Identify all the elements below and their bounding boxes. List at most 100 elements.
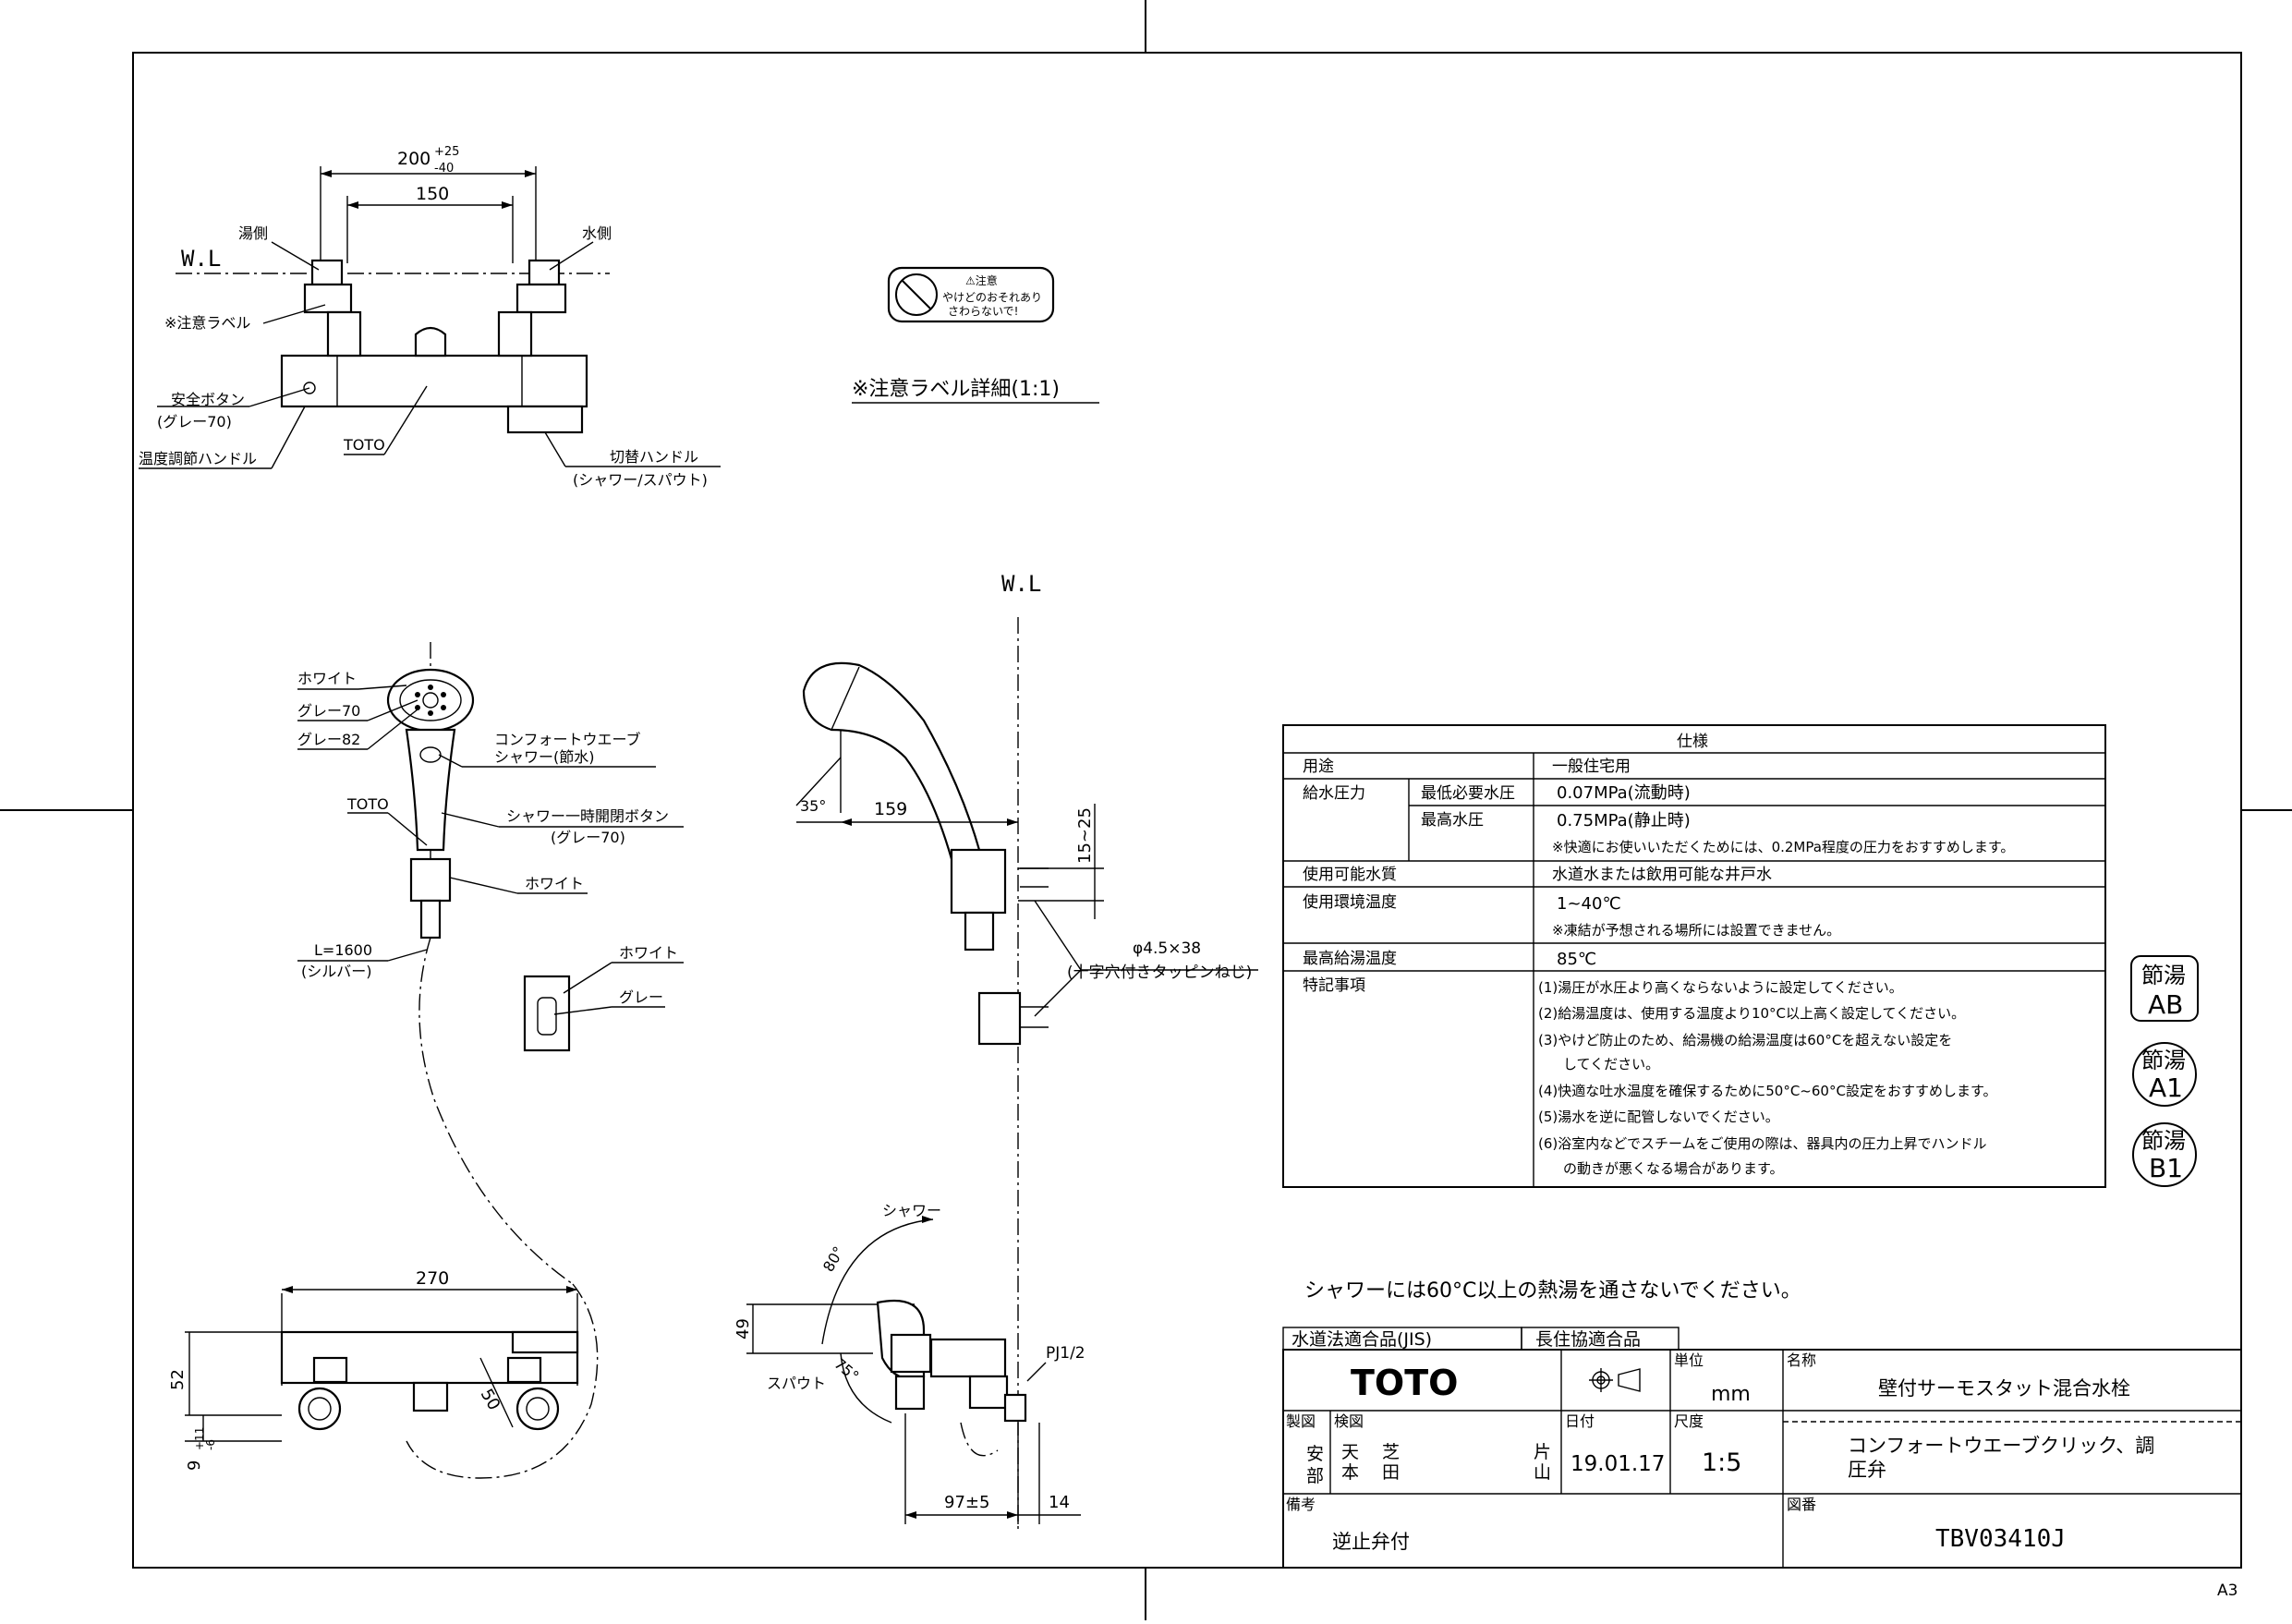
label-safety-button: 安全ボタン (171, 391, 245, 408)
spec-env-label: 使用環境温度 (1303, 892, 1397, 912)
label-temp-handle: 温度調節ハンドル (139, 450, 257, 467)
tb-date-label: 日付 (1565, 1412, 1595, 1430)
spec-max-pressure-value: 0.75MPa(静止時) (1557, 811, 1691, 830)
spec-max-pressure-label: 最高水圧 (1421, 811, 1484, 830)
label-spout-direction: スパウト (767, 1375, 826, 1392)
hot-water-warning: シャワーには60°C以上の熱湯を通さないでください。 (1304, 1279, 1801, 1303)
third-angle-projection-icon (1589, 1368, 1641, 1392)
badge-b1-top: 節湯 (2141, 1128, 2186, 1154)
dim-52: 52 (168, 1369, 188, 1390)
tb-choseikyo: 長住協適合品 (1535, 1329, 1641, 1350)
title-block: 水道法適合品(JIS) 長住協適合品 TOTO 単位 mm 名称 壁付サーモスタ… (1282, 1327, 2242, 1569)
label-switch-handle: 切替ハンドル (610, 448, 698, 466)
tb-name-label: 名称 (1787, 1351, 1816, 1369)
spec-note-5: (5)湯水を逆に配管しないでください。 (1538, 1109, 1779, 1125)
dim-14: 14 (1049, 1493, 1070, 1512)
tb-drawing-no-value: TBV03410J (1935, 1525, 2066, 1553)
wl-label-side: W.L (1001, 571, 1041, 597)
badge-ab-top: 節湯 (2141, 963, 2186, 988)
caution-label-heading: ⚠注意 (965, 273, 998, 287)
spec-env-note: ※凍結が予想される場所には設置できません。 (1552, 922, 1840, 939)
label-cold-side: 水側 (582, 224, 612, 242)
label-holder-grey: グレー (619, 988, 663, 1006)
spec-note-3a: (3)やけど防止のため、給湯機の給湯温度は60°Cを超えない設定を (1538, 1032, 1952, 1048)
tb-name-line1: 壁付サーモスタット混合水栓 (1878, 1377, 2130, 1400)
label-toto-top: TOTO (343, 436, 385, 454)
label-screw-size: φ4.5×38 (1133, 939, 1201, 958)
angle-35: 35° (800, 797, 826, 815)
dim-9-tol-minus: -6 (204, 1439, 217, 1450)
tb-remarks-label: 備考 (1286, 1496, 1316, 1513)
tb-scale-value: 1:5 (1702, 1448, 1741, 1477)
badge-b1-bottom: B1 (2149, 1153, 2183, 1183)
tb-drawing-no-label: 図番 (1787, 1496, 1816, 1513)
spec-note-2: (2)給湯温度は、使用する温度より10°C以上高く設定してください。 (1538, 1005, 1965, 1022)
tb-remarks-value: 逆止弁付 (1332, 1531, 1410, 1553)
spec-hot-label: 最高給湯温度 (1303, 950, 1397, 968)
label-grey82: グレー82 (297, 731, 360, 748)
label-stop-button-color: (グレー70) (551, 829, 625, 846)
spec-hot-value: 85℃ (1557, 950, 1596, 969)
tb-drawn-label: 製図 (1286, 1412, 1316, 1430)
spec-note-3b: してください。 (1563, 1056, 1659, 1073)
caution-label-line2: さわらないで! (948, 305, 1018, 318)
label-white-1: ホワイト (297, 670, 357, 687)
tb-checked-2b: 田 (1382, 1462, 1400, 1483)
wl-label-top: W.L (181, 246, 221, 272)
dim-9-tol-plus: +11 (193, 1427, 206, 1450)
tb-checked-1a: 天 (1341, 1442, 1359, 1462)
dim-9: 9 (185, 1460, 204, 1471)
angle-75: 75° (831, 1355, 862, 1386)
top-view: 200 +25 -40 150 W.L 湯側 水側 ※注意ラベル (139, 145, 721, 489)
caution-label-caption: ※注意ラベル詳細(1:1) (852, 378, 1060, 401)
tb-unit-value: mm (1711, 1383, 1751, 1406)
label-hose-color: (シルバー) (301, 963, 372, 980)
tb-brand: TOTO (1351, 1363, 1458, 1403)
badge-b1-frame (2132, 1122, 2197, 1187)
label-white-2: ホワイト (525, 875, 584, 892)
badge-a1-frame (2132, 1042, 2197, 1107)
badge-ab-bottom: AB (2148, 989, 2183, 1020)
spec-pressure-label: 給水圧力 (1303, 784, 1365, 803)
tb-drawn-1: 安 (1306, 1444, 1324, 1464)
dim-200: 200 (397, 149, 431, 169)
faucet-side-view: シャワー 80° 49 スパウト 75° PJ1/2 97±5 14 (734, 1202, 1085, 1524)
dim-50: 50 (477, 1386, 504, 1413)
dim-200-tol-plus: +25 (434, 145, 459, 159)
spec-usage-value: 一般住宅用 (1552, 757, 1631, 776)
spec-pressure-note: ※快適にお使いいただくためには、0.2MPa程度の圧力をおすすめします。 (1552, 839, 2014, 855)
tb-drawn-2: 部 (1306, 1466, 1324, 1486)
dim-49: 49 (734, 1318, 753, 1339)
angle-80: 80° (819, 1243, 848, 1275)
tb-name-line3: 圧弁 (1848, 1459, 1886, 1481)
spec-note-4: (4)快適な吐水温度を確保するために50°C~60°C設定をおすすめします。 (1538, 1083, 1996, 1099)
spec-note-6b: の動きが悪くなる場合があります。 (1563, 1160, 1784, 1177)
label-pj: PJ1/2 (1046, 1344, 1085, 1363)
tb-date-value: 19.01.17 (1570, 1452, 1665, 1476)
dim-97: 97±5 (944, 1493, 989, 1512)
label-caution-label: ※注意ラベル (164, 314, 250, 332)
spec-min-pressure-label: 最低必要水圧 (1421, 784, 1515, 803)
dim-159: 159 (874, 799, 907, 819)
dim-200-tol-minus: -40 (434, 162, 454, 176)
spec-note-6a: (6)浴室内などでスチームをご使用の際は、器具内の圧力上昇でハンドル (1538, 1135, 1987, 1152)
spec-usage-label: 用途 (1303, 757, 1334, 776)
tb-checked-3b: 山 (1534, 1462, 1551, 1483)
faucet-front-view: 270 52 9 +11 -6 50 (168, 1268, 599, 1479)
spec-min-pressure-value: 0.07MPa(流動時) (1557, 783, 1691, 803)
label-switch-handle-mode: (シャワー/スパウト) (573, 471, 708, 489)
spec-title: 仕様 (1677, 733, 1708, 751)
dim-15-25: 15~25 (1075, 807, 1095, 864)
badge-a1-top: 節湯 (2141, 1048, 2186, 1073)
shower-front-view: ホワイト グレー70 グレー82 コンフォートウエーブ シャワー(節水) TOT… (297, 642, 684, 1285)
water-saving-badges: 節湯 AB 節湯 A1 節湯 B1 (2130, 955, 2199, 1187)
label-toto-shower: TOTO (346, 795, 389, 813)
badge-a1-bottom: A1 (2149, 1073, 2183, 1103)
tb-jis: 水道法適合品(JIS) (1292, 1329, 1432, 1350)
label-comfort-wave: コンフォートウエーブ (494, 731, 641, 748)
spec-table: 仕様 用途 一般住宅用 給水圧力 最低必要水圧 0.07MPa(流動時) 最高水… (1282, 724, 2106, 1188)
tb-unit-label: 単位 (1674, 1351, 1704, 1369)
label-safety-button-color: (グレー70) (157, 413, 232, 430)
spec-note-1: (1)湯圧が水圧より高くならないように設定してください。 (1538, 979, 1903, 996)
